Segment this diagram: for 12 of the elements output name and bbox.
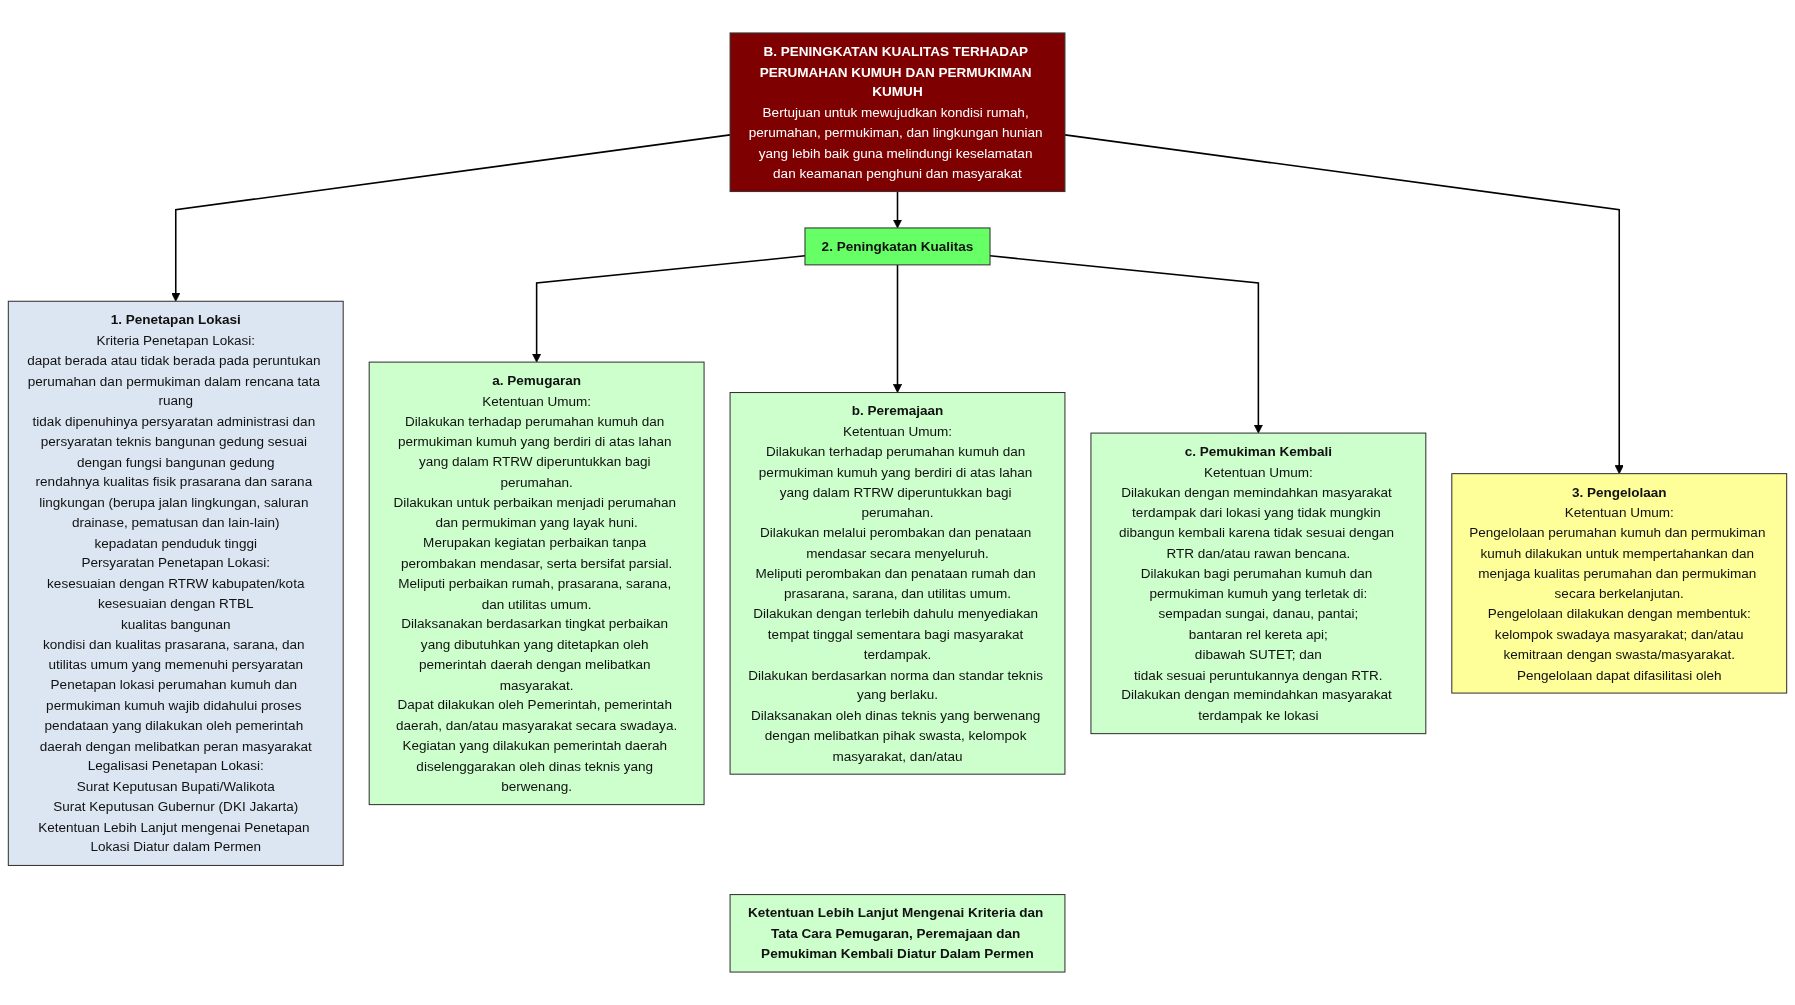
node-box: b. Peremajaan Ketentuan Umum: Dilakukan terhadap perumahan kumuh dan permukiman kumuh yang berdiri di atas lahan yang dalam RTRW diperuntukkan bagi perumahan. Dilakukan melalui perombakan dan penataan mendasar secara menyeluruh. Meliputi perombakan dan penataan rumah dan prasarana, sarana, dan utilitas umum. Dilakukan dengan terlebih dahulu menyediakan tempat tinggal sementara bagi masyarakat terdampak. Dilakukan berdasarkan norma dan standar teknis yang berlaku. Dilaksanakan oleh dinas teknis yang berwenang dengan melibatkan pihak swasta, kelompok masyarakat, dan/atau (729, 392, 1066, 775)
node-box: Ketentuan Lebih Lanjut Mengenai Kriteria dan Tata Cara Pemugaran, Peremajaan dan Pemukiman Kembali Diatur Dalam Permen (729, 894, 1066, 973)
node-box: 1. Penetapan Lokasi Kriteria Penetapan Lokasi: dapat berada atau tidak berada pada peruntukan perumahan dan permukiman dalam rencana tata ruang tidak dipenuhinya persyaratan administrasi dan persyaratan teknis bangunan gedung sesuai dengan fungsi bangunan gedung rendahnya kualitas fisik prasarana dan sarana lingkungan (berupa jalan lingkungan, saluran drainase, pematusan dan lain-lain) kepadatan penduduk tinggi Persyaratan Penetapan Lokasi: kesesuaian dengan RTRW kabupaten/kota kesesuaian dengan RTBL kualitas bangunan kondisi dan kualitas prasarana, sarana, dan utilitas umum yang memenuhi persyaratan Penetapan lokasi perumahan kumuh dan permukiman kumuh wajib didahului proses pendataan yang dilakukan oleh pemerintah daerah dengan melibatkan peran masyarakat Legalisasi Penetapan Lokasi: Surat Keputusan Bupati/Walikota Surat Keputusan Gubernur (DKI Jakarta) Ketentuan Lebih Lanjut mengenai Penetapan Lokasi Diatur dalam Permen (7, 300, 344, 866)
node-box: c. Pemukiman Kembali Ketentuan Umum: Dilakukan dengan memindahkan masyarakat terdampak dari lokasi yang tidak mungkin dibangun kembali karena tidak sesuai dengan RTR dan/atau rawan bencana. Dilakukan bagi perumahan kumuh dan permukiman kumuh yang terletak di: sempadan sungai, danau, pantai; bantaran rel kereta api; dibawah SUTET; dan tidak sesuai peruntukannya dengan RTR. Dilakukan dengan memindahkan masyarakat terdampak ke lokasi (1090, 432, 1427, 735)
node-box: 3. Pengelolaan Ketentuan Umum: Pengelolaan perumahan kumuh dan permukiman kumuh dilakukan untuk mempertahankan dan menjaga kualitas perumahan dan permukiman secara berkelanjutan. Pengelolaan dilakukan dengan membentuk: kelompok swadaya masyarakat; dan/atau kemitraan dengan swasta/masyarakat. Pengelolaan dapat difasilitasi oleh (1451, 473, 1788, 694)
node-box: a. Pemugaran Ketentuan Umum: Dilakukan terhadap perumahan kumuh dan permukiman kumuh yang berdiri di atas lahan yang dalam RTRW diperuntukkan bagi perumahan. Dilakukan untuk perbaikan menjadi perumahan dan permukiman yang layak huni. Merupakan kegiatan perbaikan tanpa perombakan mendasar, serta bersifat parsial. Meliputi perbaikan rumah, prasarana, sarana, dan utilitas umum. Dilaksanakan berdasarkan tingkat perbaikan yang dibutuhkan yang ditetapkan oleh pemerintah daerah dengan melibatkan masyarakat. Dapat dilakukan oleh Pemerintah, pemerintah daerah, dan/atau masyarakat secara swadaya. Kegiatan yang dilakukan pemerintah daerah diselenggarakan oleh dinas teknis yang berwenang. (368, 361, 705, 806)
node-box: 2. Peningkatan Kualitas (804, 227, 991, 266)
node-box: B. PENINGKATAN KUALITAS TERHADAP PERUMAHAN KUMUH DAN PERMUKIMAN KUMUH Bertujuan untuk mewujudkan kondisi rumah, perumahan, permukiman, dan lingkungan hunian yang lebih baik guna melindungi keselamatan dan keamanan penghuni dan masyarakat (729, 32, 1066, 193)
arrow (171, 134, 731, 302)
arrow (1064, 134, 1624, 475)
arrow (892, 190, 903, 229)
arrow (892, 264, 903, 393)
